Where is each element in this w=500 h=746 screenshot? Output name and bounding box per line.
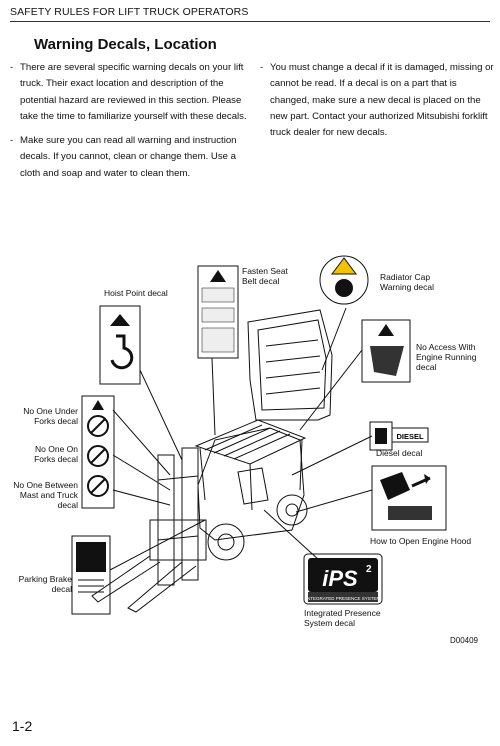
leader-line	[139, 369, 183, 461]
front-wheel	[207, 523, 245, 561]
paragraph-text: You must change a decal if it is damaged…	[270, 62, 494, 139]
paragraph: -You must change a decal if it is damage…	[260, 62, 494, 139]
ips-superscript: 2	[366, 564, 372, 575]
callout-hoist-point: Hoist Point decal	[104, 288, 168, 298]
no-access-decal	[361, 319, 411, 383]
right-column: -You must change a decal if it is damage…	[260, 60, 496, 149]
page-title: Warning Decals, Location	[34, 36, 217, 53]
callout-under-forks: No One Under Forks decal	[23, 406, 78, 426]
seat-belt-decal	[197, 265, 239, 359]
engine-hood-decal	[371, 465, 447, 531]
left-column: -There are several specific warning deca…	[10, 60, 250, 190]
callout-parking-brake: Parking Brake decal	[18, 574, 72, 594]
fork-right	[127, 561, 197, 613]
callout-no-access: No Access With Engine Running decal	[416, 342, 477, 372]
ips-decal	[303, 553, 383, 605]
paragraph-text: Make sure you can read all warning and i…	[20, 135, 237, 179]
callout-diesel: Diesel decal	[376, 448, 423, 458]
parking-brake-decal	[71, 535, 111, 615]
radiator-inset	[247, 309, 333, 421]
callout-radiator-cap: Radiator Cap Warning decal	[380, 272, 435, 292]
leader-line	[112, 454, 171, 491]
ips-logo-text: iPS	[322, 566, 358, 591]
rear-wheel	[276, 494, 308, 526]
decal-location-figure: DIESEL iPS 2 INTEGRATED PRESENCE SYSTEM …	[0, 250, 500, 650]
paragraph-text: There are several specific warning decal…	[20, 62, 247, 122]
overhead-guard	[194, 419, 307, 465]
diesel-text: DIESEL	[396, 432, 424, 441]
decal-details	[76, 257, 432, 602]
fork-left	[91, 555, 161, 603]
figure-code: D00409	[449, 636, 478, 645]
truck-body	[197, 427, 305, 541]
callout-between-mast: No One Between Mast and Truck decal	[13, 480, 78, 510]
operator-seat	[237, 467, 269, 505]
hoist-point-decal	[99, 305, 141, 385]
callout-on-forks: No One On Forks decal	[34, 444, 78, 464]
paragraph: -Make sure you can read all warning and …	[10, 135, 237, 179]
leader-line	[295, 489, 373, 513]
ips-band-text: INTEGRATED PRESENCE SYSTEM	[306, 596, 381, 601]
forklift-illustration: DIESEL iPS 2 INTEGRATED PRESENCE SYSTEM	[71, 255, 447, 615]
radiator-core	[257, 319, 327, 411]
radiator-cap-decal	[319, 255, 369, 305]
page-number: 1-2	[12, 718, 33, 734]
mast-right-rail	[181, 447, 199, 581]
callout-ips: Integrated Presence System decal	[304, 608, 381, 628]
callout-engine-hood: How to Open Engine Hood	[370, 536, 472, 546]
no-one-forks-decal	[81, 395, 115, 509]
callout-seat-belt: Fasten Seat Belt decal	[242, 266, 288, 286]
leader-line	[291, 435, 373, 476]
fork-carriage	[149, 519, 207, 561]
paragraph: -There are several specific warning deca…	[10, 62, 247, 122]
leader-line	[112, 489, 171, 506]
leader-line	[211, 357, 216, 436]
leader-line	[112, 409, 171, 476]
running-header: SAFETY RULES FOR LIFT TRUCK OPERATORS	[10, 6, 490, 22]
diesel-decal-label	[391, 427, 429, 443]
